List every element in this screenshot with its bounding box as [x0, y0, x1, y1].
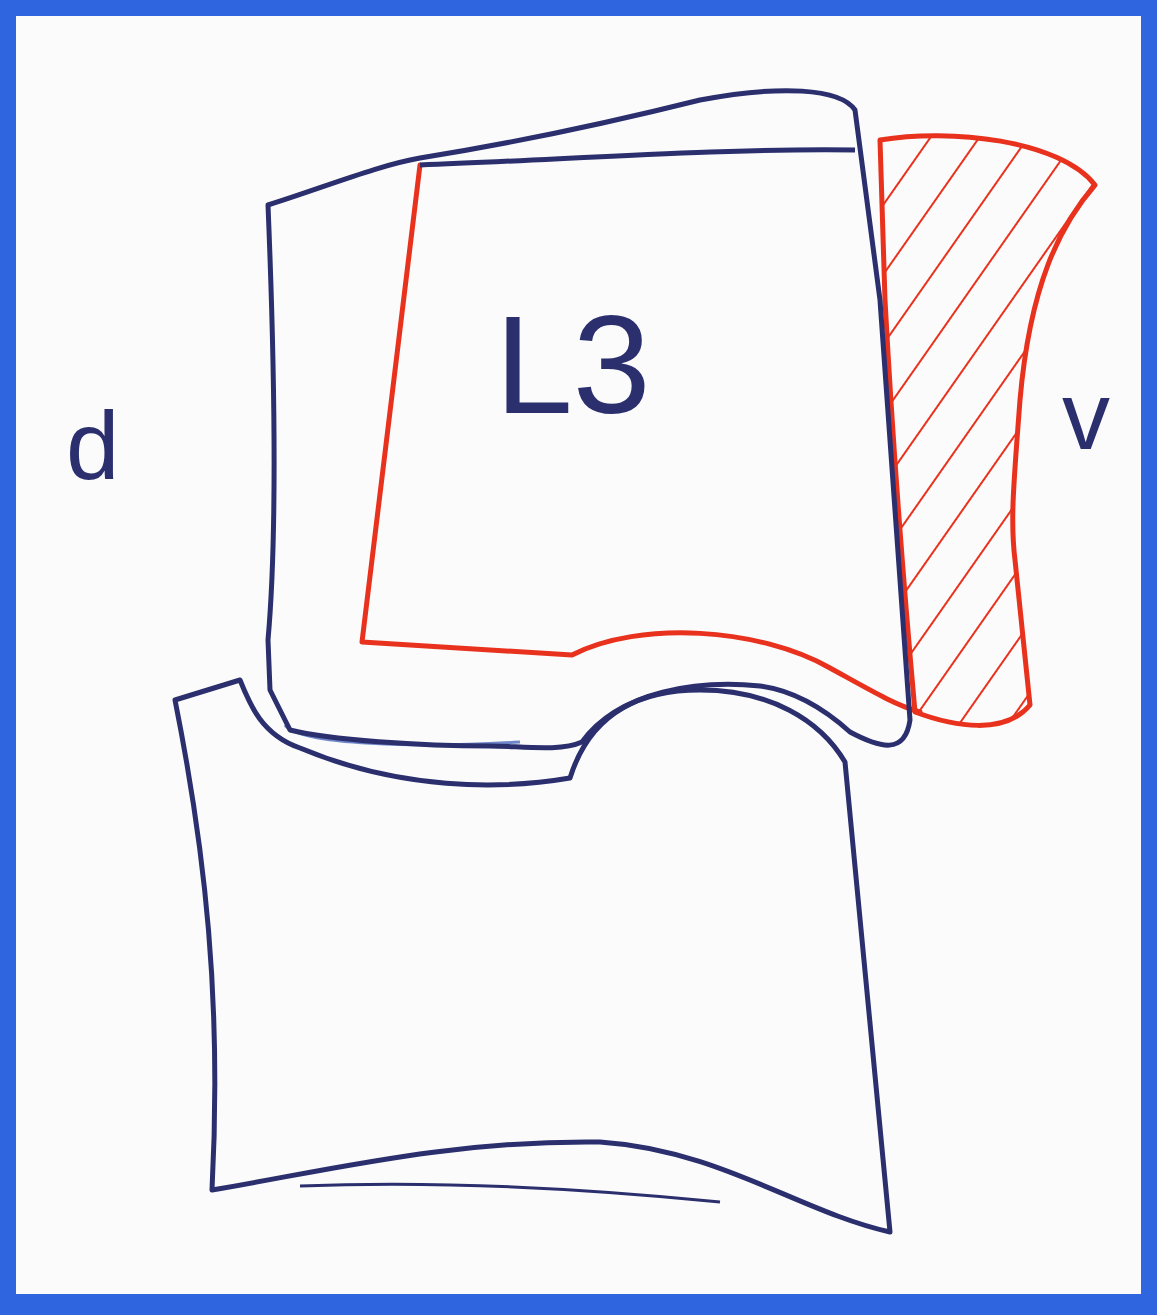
vertebra-label: L3: [495, 295, 651, 435]
direction-label: v: [1062, 368, 1110, 464]
direction-label: d: [66, 398, 119, 494]
vertebra-body: L3: [262, 80, 922, 770]
